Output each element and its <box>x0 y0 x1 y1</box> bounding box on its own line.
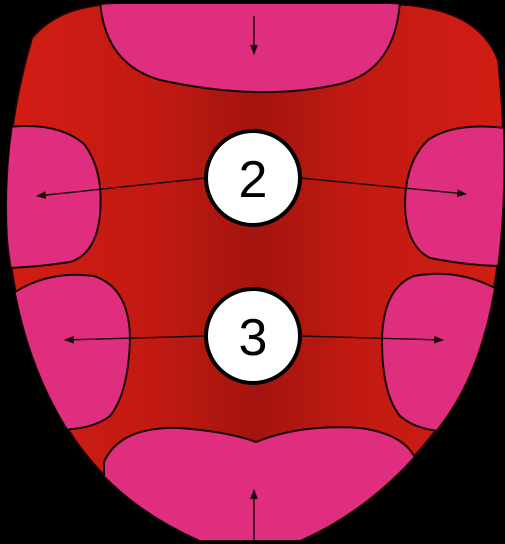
zone-right-upper <box>403 125 504 268</box>
marker-3-circle <box>204 287 302 385</box>
marker-2: 2 <box>204 129 302 227</box>
arrow-upper-left <box>36 177 207 199</box>
marker-2-circle <box>204 129 302 227</box>
marker-3: 3 <box>204 287 302 385</box>
arrow-upper-right <box>299 177 467 198</box>
arrow-lower-left <box>64 335 207 344</box>
zone-left-upper <box>7 125 102 270</box>
marker-3-label: 3 <box>239 309 268 367</box>
zone-left-lower <box>14 273 132 431</box>
zone-top <box>98 4 402 94</box>
marker-2-label: 2 <box>239 151 268 209</box>
arrow-lower-right <box>299 335 444 344</box>
zone-bottom <box>103 426 421 540</box>
tongue-base <box>6 3 505 541</box>
